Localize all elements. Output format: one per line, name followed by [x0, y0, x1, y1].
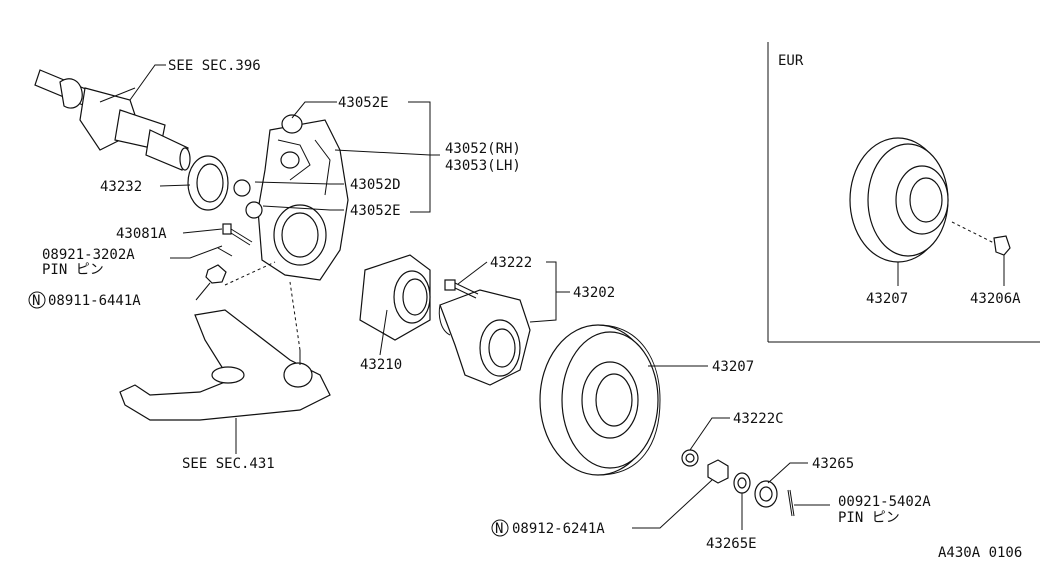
bearing-43210 [359, 254, 431, 341]
label-43222: 43222 [490, 255, 532, 271]
label-43052E-top: 43052E [338, 95, 389, 111]
disc-rotor-43207 [539, 324, 661, 476]
label-43052E-bottom: 43052E [350, 203, 401, 219]
label-43222C: 43222C [733, 411, 784, 427]
label-n-mark-2: N [495, 521, 503, 537]
washer-43265E [733, 472, 751, 494]
label-00921-5402A: 00921-5402A [838, 494, 931, 510]
nut-08911 [205, 247, 233, 284]
label-43207-main: 43207 [712, 359, 754, 375]
leader-lines [129, 64, 1005, 530]
cap-43265 [754, 480, 778, 508]
eur-disc-rotor-43207 [849, 137, 997, 263]
bushings [233, 114, 303, 219]
label-43052D: 43052D [350, 177, 401, 193]
label-43210: 43210 [360, 357, 402, 373]
label-43052-rh: 43052(RH) [445, 141, 521, 157]
label-08911-6441A: 08911-6441A [48, 293, 141, 309]
n-mark-icon-2 [491, 519, 509, 537]
cotter-pin-00921 [787, 489, 795, 517]
label-43053-lh: 43053(LH) [445, 158, 521, 174]
washer-43222C [681, 449, 699, 467]
label-08912-6241A: 08912-6241A [512, 521, 605, 537]
label-see-sec-431: SEE SEC.431 [182, 456, 275, 472]
lower-arm [119, 261, 331, 421]
n-mark-icon-1 [28, 291, 46, 309]
drive-shaft [34, 69, 191, 171]
hub-bolt-43222 [444, 279, 479, 299]
label-drawing-code: A430A 0106 [938, 545, 1022, 561]
label-43206A: 43206A [970, 291, 1021, 307]
bolt-43081A [222, 223, 253, 246]
label-pin-2: PIN ピン [838, 510, 900, 526]
label-43265: 43265 [812, 456, 854, 472]
oil-seal-43232 [187, 155, 229, 211]
label-08921-3202A: 08921-3202A [42, 247, 135, 263]
eur-bolt-43206A [993, 235, 1011, 256]
nut-08912 [707, 459, 729, 484]
eur-inset-frame [767, 42, 1040, 343]
label-pin-1: PIN ピン [42, 262, 104, 278]
hub-43202 [438, 289, 531, 386]
label-43265E: 43265E [706, 536, 757, 552]
label-43202: 43202 [573, 285, 615, 301]
label-43232: 43232 [100, 179, 142, 195]
label-see-sec-396: SEE SEC.396 [168, 58, 261, 74]
label-n-mark-1: N [32, 293, 40, 309]
knuckle-43052 [257, 119, 349, 281]
label-eur: EUR [778, 53, 804, 69]
label-43081A: 43081A [116, 226, 167, 242]
label-43207-eur: 43207 [866, 291, 908, 307]
